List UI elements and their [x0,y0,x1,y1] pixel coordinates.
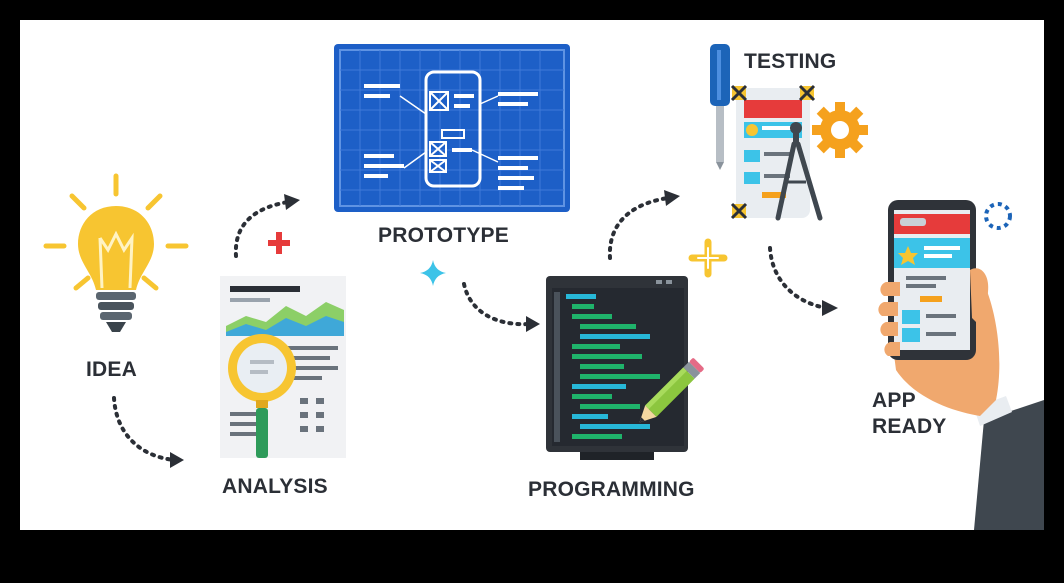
app-ready-line-1: APP [872,389,916,412]
report-magnifier-icon [220,276,346,458]
dotted-arrow-testing-appready [768,246,838,316]
stage-label-prototype: PROTOTYPE [378,224,509,247]
stage-label-testing: TESTING [744,50,837,73]
dotted-arrow-idea-analysis [112,396,184,468]
stage-label-app-ready: APP READY [872,388,947,440]
pencil-icon [639,358,704,423]
stage-label-programming: PROGRAMMING [528,478,695,501]
dotted-circle-sparkle [984,202,1012,230]
smartphone-hand-icon [878,200,1044,530]
diagram-canvas: IDEA ANALYSI [20,20,1044,530]
stage-label-idea: IDEA [86,358,137,381]
sparkle-star-cyan [420,260,446,286]
stage-label-analysis: ANALYSIS [222,475,328,498]
screwdriver-icon [710,44,730,170]
plus-sparkle-yellow [688,238,728,278]
testing-phone-icon [730,84,816,220]
dotted-arrow-programming-testing [607,190,680,260]
lightbulb-icon [43,173,189,332]
gear-icon [812,102,868,158]
plus-sparkle-red [268,232,290,254]
dotted-arrow-prototype-programming [462,282,540,332]
blueprint-icon [334,44,570,212]
app-ready-line-2: READY [872,415,947,438]
dotted-arrow-analysis-prototype [233,194,300,258]
compass-icon [775,122,823,221]
